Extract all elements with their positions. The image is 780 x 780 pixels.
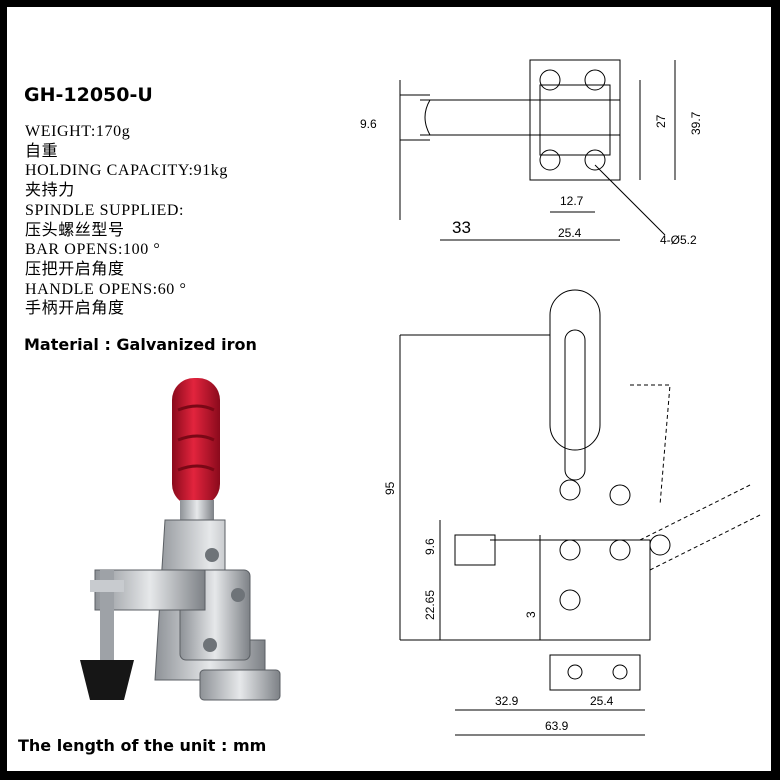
- clamp-photo: [80, 378, 281, 701]
- dim-top-a: 9.6: [360, 117, 377, 131]
- spec-bar-opens-zh: 压把开启角度: [25, 260, 125, 278]
- spec-spindle: SPINDLE SUPPLIED:: [25, 201, 185, 219]
- spec-bar-opens: BAR OPENS:100 °: [25, 241, 161, 259]
- dim-side-d: 32.9: [495, 694, 519, 708]
- dim-top-d: 12.7: [560, 194, 584, 208]
- dim-side-c: 3: [524, 611, 538, 618]
- dim-side-b: 22.65: [423, 590, 437, 620]
- unit-note: The length of the unit : mm: [18, 736, 267, 755]
- dim-top-b: 27: [654, 114, 668, 128]
- technical-drawing: 9.6 27 39.7 12.7 33 25.4 4-Ø5.2 95 9.6 2…: [360, 59, 761, 736]
- top-view-base: [529, 59, 621, 181]
- spec-spindle-zh: 压头螺丝型号: [25, 221, 125, 239]
- dim-side-e: 25.4: [590, 694, 614, 708]
- spec-handle-opens-zh: 手柄开启角度: [25, 300, 125, 318]
- dim-side-total: 63.9: [545, 719, 569, 733]
- dim-top-f: 25.4: [558, 226, 582, 240]
- spec-weight: WEIGHT:170g: [25, 123, 131, 140]
- side-view-handle: [549, 289, 601, 451]
- dim-top-hole: 4-Ø5.2: [660, 233, 697, 247]
- spec-holding-capacity: HOLDING CAPACITY:91kg: [25, 162, 228, 180]
- image-frame: [7, 7, 771, 771]
- handle-grip: [172, 378, 220, 506]
- spec-holding-capacity-zh: 夹持力: [25, 182, 75, 200]
- dim-top-e: 33: [452, 218, 471, 237]
- dim-top-c: 39.7: [689, 111, 703, 135]
- model-title: GH-12050-U: [24, 84, 153, 106]
- spec-handle-opens: HANDLE OPENS:60 °: [25, 280, 187, 298]
- spec-weight-zh: 自重: [25, 142, 59, 160]
- material-label: Material : Galvanized iron: [24, 335, 257, 354]
- spec-list: WEIGHT:170g 自重 HOLDING CAPACITY:91kg 夹持力…: [25, 122, 228, 319]
- dim-side-a: 9.6: [423, 538, 437, 555]
- dim-side-height: 95: [383, 481, 397, 495]
